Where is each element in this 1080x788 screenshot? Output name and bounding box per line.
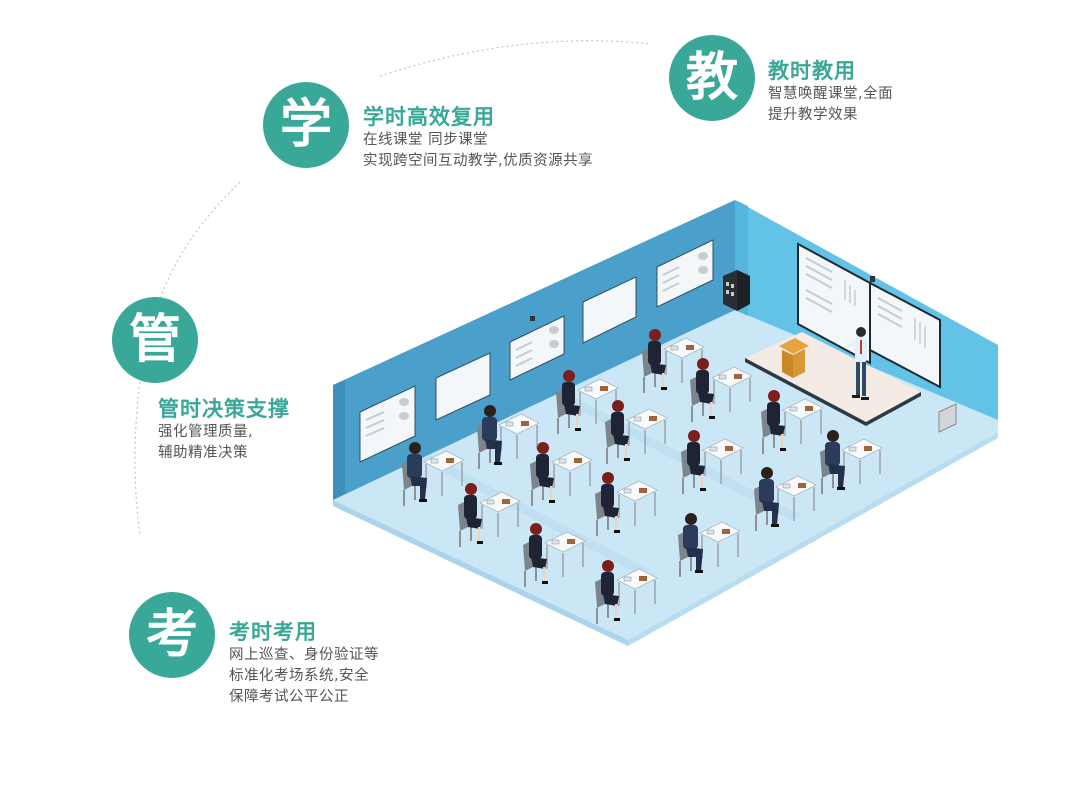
- wall-screen: [656, 239, 714, 308]
- feature-title: 教时教用: [768, 59, 856, 83]
- wall-screen: [435, 352, 491, 421]
- feature-desc-line: 网上巡查、身份验证等: [229, 647, 379, 663]
- camera-icon: [870, 276, 875, 282]
- manage-feature: 管时决策支撑 强化管理质量, 辅助精准决策: [158, 396, 290, 464]
- feature-title: 管时决策支撑: [158, 397, 290, 421]
- dotted-arc: [379, 40, 651, 77]
- left-wall-edge: [333, 380, 345, 500]
- server-cabinet-icon: [723, 270, 750, 311]
- feature-desc-line: 标准化考场系统,安全: [229, 668, 370, 684]
- feature-desc-line: 保障考试公平公正: [229, 689, 349, 705]
- dotted-arc: [159, 181, 241, 301]
- floor-aisle: [420, 455, 650, 575]
- podium-icon: [779, 338, 809, 378]
- learn-feature: 学时高效复用 在线课堂 同步课堂 实现跨空间互动教学,优质资源共享: [363, 104, 593, 172]
- wall-screen: [582, 276, 637, 344]
- feature-desc-line: 实现跨空间互动教学,优质资源共享: [363, 153, 594, 169]
- floor-front-edge: [333, 500, 628, 646]
- front-display-screen: [797, 242, 871, 365]
- wall-screen: [359, 385, 416, 463]
- teach-badge: 教: [669, 35, 755, 121]
- teacher-figure: [846, 327, 869, 400]
- teach-feature: 教时教用 智慧唤醒课堂,全面 提升教学效果: [768, 58, 893, 126]
- front-display-screen: [869, 281, 941, 389]
- learn-badge: 学: [263, 82, 349, 168]
- feature-title: 考时考用: [229, 620, 317, 644]
- stage-edge: [745, 358, 866, 426]
- exam-feature: 考时考用 网上巡查、身份验证等 标准化考场系统,安全 保障考试公平公正: [229, 619, 379, 708]
- wall-panel: [938, 403, 957, 433]
- feature-desc-line: 智慧唤醒课堂,全面: [768, 86, 894, 102]
- wall-screen: [509, 315, 565, 381]
- feature-title: 学时高效复用: [363, 105, 495, 129]
- exam-badge: 考: [129, 592, 215, 678]
- floor-front-edge: [628, 432, 998, 646]
- stage-edge: [866, 392, 921, 426]
- feature-desc-line: 辅助精准决策: [158, 445, 248, 461]
- feature-desc-line: 在线课堂 同步课堂: [363, 132, 489, 148]
- dotted-arc: [134, 381, 141, 536]
- manage-badge: 管: [112, 297, 198, 383]
- feature-desc-line: 提升教学效果: [768, 107, 858, 123]
- camera-icon: [530, 316, 535, 321]
- feature-desc-line: 强化管理质量,: [158, 424, 254, 440]
